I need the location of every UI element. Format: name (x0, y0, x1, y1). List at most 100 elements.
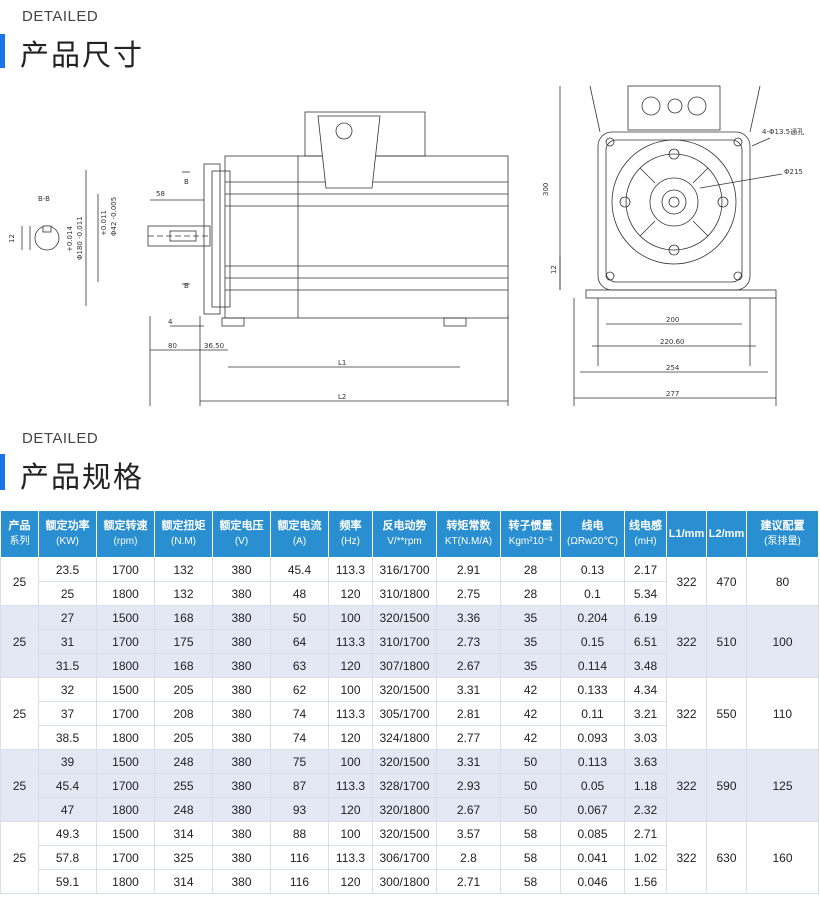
table-cell: 32 (38, 677, 97, 702)
table-cell: 307/1800 (372, 653, 437, 678)
table-cell: 168 (154, 605, 213, 630)
table-cell: 320/1500 (372, 605, 437, 630)
table-cell: 316/1700 (372, 557, 437, 582)
column-header-unit: (N.M) (171, 536, 196, 547)
table-cell: 42 (500, 701, 561, 726)
table-cell: 120 (328, 725, 373, 750)
column-header: 线电(ΩRw20℃) (560, 510, 625, 558)
table-cell: 380 (212, 605, 271, 630)
table-cell: 314 (154, 869, 213, 894)
table-cell: 1700 (96, 629, 155, 654)
table-cell: 0.1 (560, 581, 625, 606)
column-header-unit: (泵排量) (764, 536, 801, 547)
column-header: L1/mm (666, 510, 707, 558)
column-header-label: 转子惯量 (508, 520, 553, 532)
table-cell: 120 (328, 797, 373, 822)
table-cell: 2.71 (436, 869, 501, 894)
table-cell: 4.34 (624, 677, 667, 702)
label-mark-b-top: B (184, 178, 189, 186)
l2-cell: 550 (706, 677, 747, 750)
column-header: 建议配置(泵排量) (746, 510, 819, 558)
l2-cell: 630 (706, 821, 747, 894)
table-cell: 58 (500, 845, 561, 870)
table-cell: 3.31 (436, 749, 501, 774)
l2-cell: 510 (706, 605, 747, 678)
end-view-outer-circle (611, 139, 737, 265)
table-cell: 380 (212, 749, 271, 774)
dimension-drawing: B-B 12 58 +0.014 Φ180 -0.011 +0.011 Φ42 … (8, 85, 804, 406)
column-header-label: 反电动势 (382, 520, 427, 532)
table-cell: 2.67 (436, 653, 501, 678)
table-cell: 100 (328, 677, 373, 702)
table-cell: 0.13 (560, 557, 625, 582)
l1-cell: 322 (666, 557, 707, 606)
table-cell: 1.02 (624, 845, 667, 870)
label-mark-b-bottom: B (184, 282, 189, 290)
table-cell: 113.3 (328, 773, 373, 798)
series-cell: 25 (0, 821, 39, 894)
pump-config-cell: 100 (746, 605, 819, 678)
table-cell: 113.3 (328, 845, 373, 870)
table-cell: 37 (38, 701, 97, 726)
table-cell: 113.3 (328, 629, 373, 654)
table-cell: 62 (270, 677, 329, 702)
column-header-label: L2/mm (708, 527, 745, 540)
table-cell: 59.1 (38, 869, 97, 894)
column-header: 额定电流(A) (270, 510, 329, 558)
column-header-label: 额定电流 (277, 520, 322, 532)
l1-cell: 322 (666, 605, 707, 678)
table-cell: 0.114 (560, 653, 625, 678)
table-cell: 58 (500, 869, 561, 894)
section-heading-dimensions: DETAILED 产品尺寸 (0, 0, 820, 76)
table-cell: 2.91 (436, 557, 501, 582)
table-cell: 1700 (96, 773, 155, 798)
table-cell: 0.041 (560, 845, 625, 870)
table-cell: 306/1700 (372, 845, 437, 870)
table-cell: 27 (38, 605, 97, 630)
front-flange (203, 163, 221, 315)
table-cell: 1500 (96, 749, 155, 774)
table-cell: 113.3 (328, 701, 373, 726)
label-dim-12b: 12 (550, 265, 558, 274)
label-dim-254: 254 (666, 364, 680, 372)
section-heading-specs: DETAILED 产品规格 (0, 420, 820, 500)
table-cell: 120 (328, 581, 373, 606)
column-header-unit: (Hz) (341, 536, 360, 547)
table-cell: 50 (500, 773, 561, 798)
table-cell: 132 (154, 557, 213, 582)
table-cell: 1800 (96, 581, 155, 606)
column-header-label: 线电 (581, 520, 604, 532)
column-header-label: 线电感 (629, 520, 662, 532)
table-cell: 50 (500, 749, 561, 774)
table-cell: 0.113 (560, 749, 625, 774)
shaft-key (169, 230, 197, 242)
table-cell: 0.133 (560, 677, 625, 702)
table-cell: 64 (270, 629, 329, 654)
table-cell: 50 (500, 797, 561, 822)
table-cell: 35 (500, 605, 561, 630)
label-dim-58: 58 (156, 190, 165, 198)
table-cell: 31 (38, 629, 97, 654)
table-cell: 75 (270, 749, 329, 774)
table-cell: 248 (154, 797, 213, 822)
table-cell: 0.05 (560, 773, 625, 798)
column-header: L2/mm (706, 510, 747, 558)
column-header-label: 额定转速 (103, 520, 148, 532)
table-cell: 42 (500, 725, 561, 750)
label-dim-277: 277 (666, 390, 679, 398)
table-cell: 0.15 (560, 629, 625, 654)
series-cell: 25 (0, 749, 39, 822)
column-header-unit: 系列 (9, 536, 30, 547)
table-cell: 205 (154, 725, 213, 750)
label-dim-l2: L2 (338, 393, 346, 401)
table-cell: 0.046 (560, 869, 625, 894)
table-cell: 93 (270, 797, 329, 822)
label-tol-011: +0.011 (100, 210, 108, 236)
table-cell: 3.57 (436, 821, 501, 846)
